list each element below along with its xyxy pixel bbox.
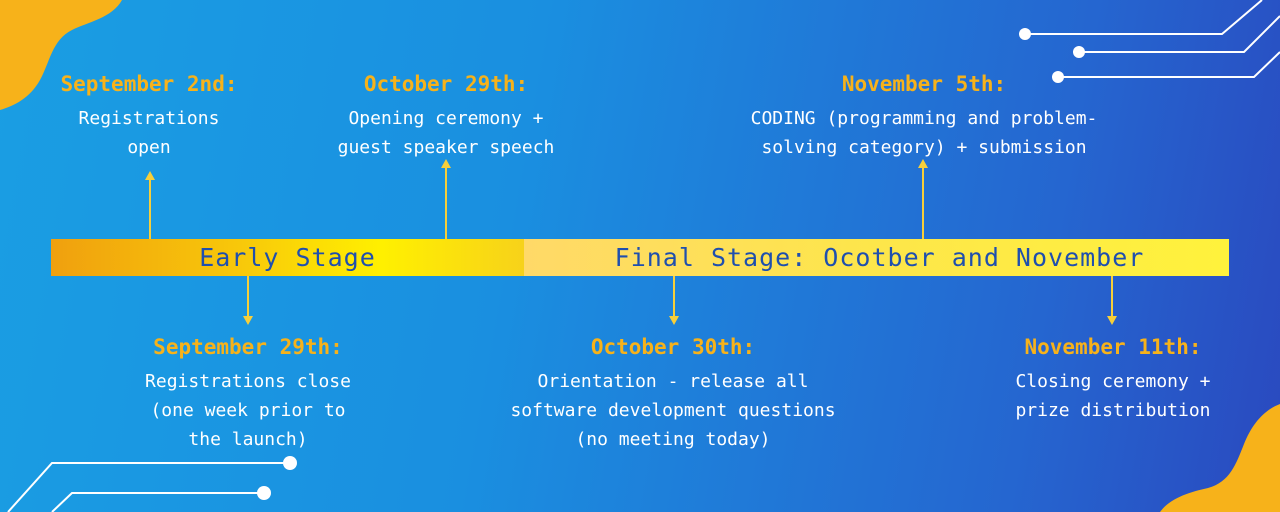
- circuit-lines-bottom-left-decoration: [7, 456, 297, 512]
- event-september-29: September 29th: Registrations close (one…: [98, 335, 398, 454]
- early-stage-bar: Early Stage: [51, 239, 524, 276]
- event-description: Registrations open: [78, 108, 220, 158]
- circuit-lines-top-right-decoration: [1019, 0, 1280, 83]
- bottom-right-blob-decoration: [1160, 404, 1280, 512]
- event-date: October 29th:: [363, 72, 529, 96]
- event-description: Orientation - release all software devel…: [510, 371, 836, 450]
- event-date: September 29th:: [153, 335, 343, 359]
- event-september-2: September 2nd: Registrations open: [29, 72, 269, 162]
- event-description: Opening ceremony + guest speaker speech: [337, 108, 555, 158]
- event-date: November 5th:: [841, 72, 1007, 96]
- event-october-30: October 30th: Orientation - release all …: [468, 335, 878, 454]
- event-description: CODING (programming and problem- solving…: [750, 108, 1098, 158]
- top-left-blob-decoration: [0, 0, 122, 110]
- event-date: September 2nd:: [60, 72, 238, 96]
- event-date: November 11th:: [1024, 335, 1202, 359]
- final-stage-bar: Final Stage: Ocotber and November: [524, 239, 1229, 276]
- event-november-11: November 11th: Closing ceremony + prize …: [982, 335, 1244, 425]
- final-stage-label: Final Stage: Ocotber and November: [614, 243, 1145, 272]
- event-date: October 30th:: [590, 335, 756, 359]
- event-description: Closing ceremony + prize distribution: [1015, 371, 1211, 421]
- event-october-29: October 29th: Opening ceremony + guest s…: [306, 72, 586, 162]
- early-stage-label: Early Stage: [199, 243, 376, 272]
- event-november-5: November 5th: CODING (programming and pr…: [704, 72, 1144, 162]
- event-description: Registrations close (one week prior to t…: [145, 371, 351, 450]
